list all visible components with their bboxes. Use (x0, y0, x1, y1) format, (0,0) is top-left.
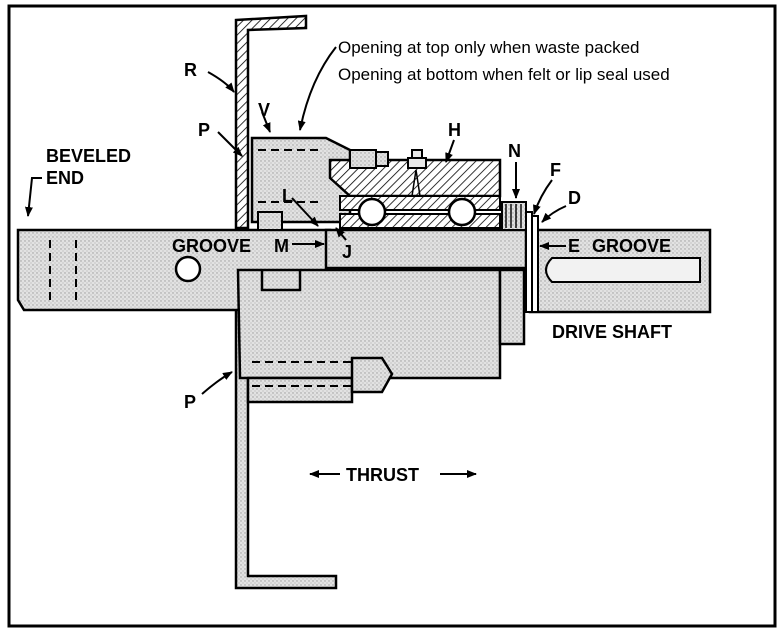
label-H: H (448, 120, 461, 140)
label-thrust: THRUST (346, 465, 419, 485)
label-beveled: BEVELED (46, 146, 131, 166)
ball-right (447, 197, 477, 227)
label-L: L (282, 186, 293, 206)
figure-border (7, 4, 777, 628)
label-F: F (550, 160, 561, 180)
label-M: M (274, 236, 289, 256)
label-end: END (46, 168, 84, 188)
label-groove-right: GROOVE (592, 236, 671, 256)
label-J: J (342, 242, 352, 262)
label-E: E (568, 236, 580, 256)
inner-sleeve (324, 228, 528, 270)
housing-body (236, 268, 526, 404)
bearing-housing (250, 136, 539, 313)
set-screw-hole (174, 255, 202, 283)
label-V: V (258, 100, 270, 120)
label-groove-left: GROOVE (172, 236, 251, 256)
note-line-2: Opening at bottom when felt or lip seal … (338, 65, 670, 84)
label-P-bottom: P (184, 392, 196, 412)
right-shaft (528, 228, 712, 314)
ball-left (357, 197, 387, 227)
label-D: D (568, 188, 581, 208)
leader-lines (24, 46, 567, 478)
label-P-top: P (198, 120, 210, 140)
note-line-1: Opening at top only when waste packed (338, 38, 639, 57)
label-drive-shaft: DRIVE SHAFT (552, 322, 672, 342)
label-N: N (508, 141, 521, 161)
label-R: R (184, 60, 197, 80)
